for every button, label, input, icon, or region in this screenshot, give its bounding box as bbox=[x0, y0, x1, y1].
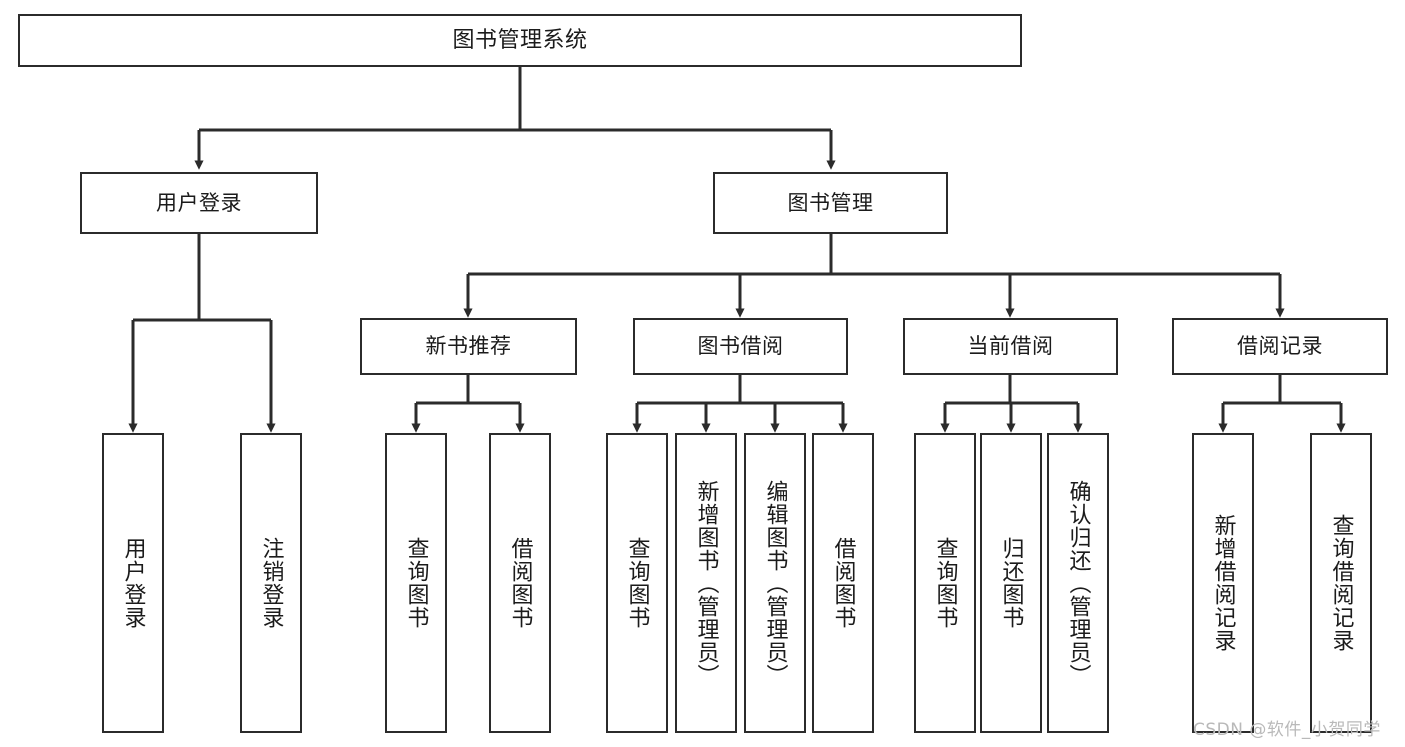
csdn-watermark: CSDN @软件_小贺同学 bbox=[1193, 720, 1381, 740]
node-label: 新增图书（管理员） bbox=[693, 479, 719, 687]
node-label: 确认归还（管理员） bbox=[1065, 479, 1091, 687]
node-label: 用户登录 bbox=[156, 190, 242, 215]
node-current-borrow[interactable]: 当前借阅 bbox=[903, 318, 1118, 375]
node-label: 借阅图书 bbox=[507, 537, 533, 629]
node-label: 注销登录 bbox=[258, 537, 284, 629]
node-label: 查询图书 bbox=[932, 537, 958, 629]
leaf-node-query-book-current[interactable]: 查询图书 bbox=[914, 433, 976, 733]
node-label: 新书推荐 bbox=[425, 334, 512, 359]
node-new-book-recommend[interactable]: 新书推荐 bbox=[360, 318, 577, 375]
leaf-node-edit-book[interactable]: 编辑图书（管理员） bbox=[744, 433, 806, 733]
node-label: 用户登录 bbox=[120, 537, 146, 629]
leaf-node-add-book[interactable]: 新增图书（管理员） bbox=[675, 433, 737, 733]
node-book-borrow[interactable]: 图书借阅 bbox=[633, 318, 848, 375]
leaf-node-add-borrow-record[interactable]: 新增借阅记录 bbox=[1192, 433, 1254, 733]
node-label: 归还图书 bbox=[998, 537, 1024, 629]
node-label: 图书管理系统 bbox=[452, 27, 588, 53]
leaf-node-query-book-borrow[interactable]: 查询图书 bbox=[606, 433, 668, 733]
node-label: 查询图书 bbox=[624, 537, 650, 629]
node-label: 图书借阅 bbox=[697, 334, 784, 359]
leaf-node-borrow-book-recommend[interactable]: 借阅图书 bbox=[489, 433, 551, 733]
node-label: 借阅图书 bbox=[830, 537, 856, 629]
leaf-node-user-login[interactable]: 用户登录 bbox=[102, 433, 164, 733]
node-label: 新增借阅记录 bbox=[1210, 514, 1236, 652]
node-label: 查询借阅记录 bbox=[1328, 514, 1354, 652]
leaf-node-query-borrow-record[interactable]: 查询借阅记录 bbox=[1310, 433, 1372, 733]
leaf-node-return-book[interactable]: 归还图书 bbox=[980, 433, 1042, 733]
leaf-node-borrow-book[interactable]: 借阅图书 bbox=[812, 433, 874, 733]
leaf-node-user-logout[interactable]: 注销登录 bbox=[240, 433, 302, 733]
node-label: 借阅记录 bbox=[1237, 334, 1323, 359]
node-label: 当前借阅 bbox=[967, 334, 1054, 359]
node-user-login[interactable]: 用户登录 bbox=[80, 172, 318, 234]
leaf-node-confirm-return[interactable]: 确认归还（管理员） bbox=[1047, 433, 1109, 733]
node-book-management[interactable]: 图书管理 bbox=[713, 172, 948, 234]
leaf-node-query-book-recommend[interactable]: 查询图书 bbox=[385, 433, 447, 733]
node-label: 编辑图书（管理员） bbox=[762, 479, 788, 687]
node-borrow-record[interactable]: 借阅记录 bbox=[1172, 318, 1388, 375]
node-label: 图书管理 bbox=[787, 190, 874, 215]
node-label: 查询图书 bbox=[403, 537, 429, 629]
node-root-system[interactable]: 图书管理系统 bbox=[18, 14, 1022, 67]
